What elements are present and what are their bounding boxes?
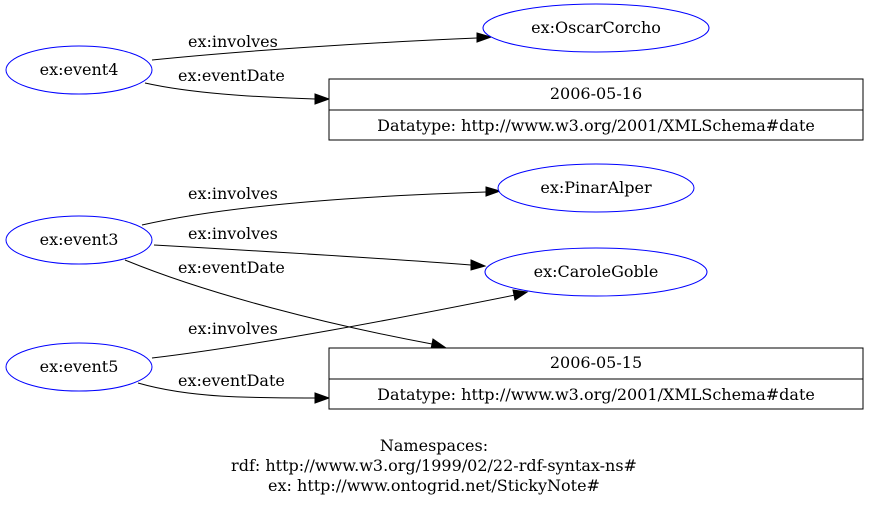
edge-event5-involves [151, 289, 529, 359]
node-oscarcorcho-label: ex:OscarCorcho [531, 18, 661, 37]
edge-event3-involves-carole [153, 244, 487, 271]
node-event4[interactable]: ex:event4 [5, 45, 153, 95]
edge-event5-eventdate [137, 382, 331, 404]
edge-label-event4-involves: ex:involves [188, 32, 278, 51]
node-pinaralper[interactable]: ex:PinarAlper [497, 163, 695, 213]
edge-label-event3-eventdate: ex:eventDate [178, 258, 285, 277]
edge-label-event5-involves: ex:involves [188, 319, 278, 338]
literal-value: 2006-05-15 [550, 353, 642, 372]
node-carolegoble-label: ex:CaroleGoble [534, 262, 659, 281]
literal-date-2006-05-16[interactable]: 2006-05-16 Datatype: http://www.w3.org/2… [328, 78, 864, 141]
edge-label-event3-involves-carole: ex:involves [188, 224, 278, 243]
node-oscarcorcho[interactable]: ex:OscarCorcho [482, 3, 710, 53]
node-pinaralper-label: ex:PinarAlper [540, 178, 652, 197]
edge-event4-eventdate [144, 82, 331, 105]
edge-label-event5-eventdate: ex:eventDate [178, 371, 285, 390]
namespace-ex: ex: http://www.ontogrid.net/StickyNote# [268, 476, 600, 495]
literal-value: 2006-05-16 [550, 84, 642, 103]
namespace-rdf: rdf: http://www.w3.org/1999/02/22-rdf-sy… [231, 456, 637, 475]
edge-event4-involves [151, 32, 493, 61]
literal-date-2006-05-15[interactable]: 2006-05-15 Datatype: http://www.w3.org/2… [328, 347, 864, 410]
edge-label-event4-eventdate: ex:eventDate [178, 66, 285, 85]
node-event5-label: ex:event5 [40, 357, 119, 376]
namespaces-title: Namespaces: [380, 436, 488, 455]
node-event4-label: ex:event4 [40, 60, 119, 79]
edge-event3-involves-pinar [141, 186, 502, 226]
literal-datatype: Datatype: http://www.w3.org/2001/XMLSche… [377, 116, 815, 135]
namespaces-legend: Namespaces: rdf: http://www.w3.org/1999/… [231, 436, 637, 495]
node-event3-label: ex:event3 [40, 230, 119, 249]
node-event5[interactable]: ex:event5 [5, 342, 153, 392]
node-carolegoble[interactable]: ex:CaroleGoble [484, 247, 708, 297]
edge-event3-eventdate [124, 259, 448, 350]
edge-label-event3-involves-pinar: ex:involves [188, 184, 278, 203]
literal-datatype: Datatype: http://www.w3.org/2001/XMLSche… [377, 385, 815, 404]
node-event3[interactable]: ex:event3 [5, 215, 153, 265]
